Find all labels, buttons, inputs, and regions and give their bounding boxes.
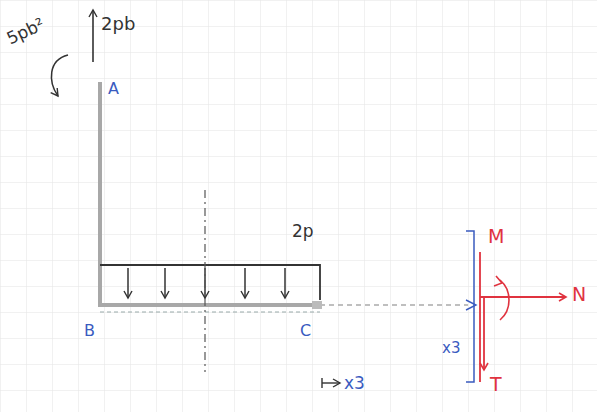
moment-arrow	[51, 55, 68, 96]
bending-moment-arrow	[500, 280, 509, 320]
point-label: C	[300, 322, 311, 340]
moment-label: M	[488, 226, 504, 247]
normal-force-arrow	[480, 296, 566, 298]
shear-force-arrow	[483, 298, 485, 370]
force-label: N	[572, 284, 586, 305]
load-label: 2p	[292, 222, 314, 241]
axis-label: x3	[442, 340, 460, 357]
point-label: A	[108, 80, 119, 98]
force-label: T	[490, 374, 502, 395]
frame-member	[100, 82, 320, 305]
point-label: B	[84, 322, 95, 340]
axis-label: x3	[344, 374, 365, 393]
section-cut	[479, 252, 481, 382]
force-label: 2pb	[101, 14, 135, 34]
force-arrow	[92, 10, 94, 62]
distributed-load	[100, 265, 320, 300]
